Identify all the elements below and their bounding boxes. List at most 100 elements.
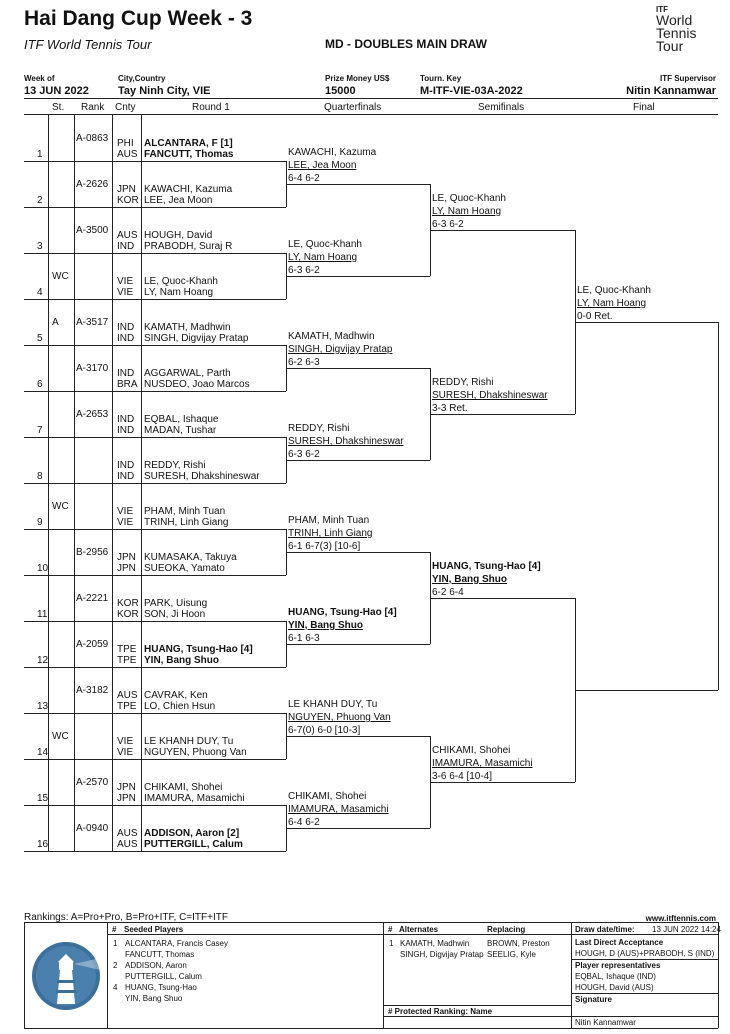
sf-player-1[interactable]: HUANG, Tsung-Hao [4]: [432, 561, 541, 572]
qf-player-1[interactable]: LE, Quoc-Khanh: [288, 239, 362, 250]
qf-player-1[interactable]: KAMATH, Madhwin: [288, 331, 375, 342]
entry-row-line: [24, 575, 286, 576]
entry-country-2: TPE: [117, 655, 137, 666]
entry-country-2: IND: [117, 471, 135, 482]
sf-line: [430, 230, 575, 231]
sf-player-2[interactable]: SURESH, Dhakshineswar: [432, 390, 548, 401]
entry-player-2[interactable]: SURESH, Dhakshineswar: [144, 471, 260, 482]
entry-player-2[interactable]: NUSDEO, Joao Marcos: [144, 379, 250, 390]
entry-country-2: VIE: [117, 517, 134, 528]
sf-player-1[interactable]: CHIKAMI, Shohei: [432, 745, 511, 756]
alternate-number: 1: [389, 939, 394, 948]
final-player-2[interactable]: LY, Nam Hoang: [577, 298, 647, 309]
qf-player-1[interactable]: HUANG, Tsung-Hao [4]: [288, 607, 397, 618]
entry-number: 15: [37, 793, 49, 804]
qf-player-2[interactable]: IMAMURA, Masamichi: [288, 804, 389, 815]
footer-left-border: [24, 922, 25, 1028]
seed-number: 1: [113, 939, 118, 948]
sf-player-2[interactable]: LY, Nam Hoang: [432, 206, 502, 217]
qf-player-1[interactable]: REDDY, Rishi: [288, 423, 350, 434]
entry-player-1[interactable]: CHIKAMI, Shohei: [144, 782, 223, 793]
entry-player-1[interactable]: CAVRAK, Ken: [144, 690, 208, 701]
entry-player-2[interactable]: SUEOKA, Yamato: [144, 563, 225, 574]
entry-country-1: VIE: [117, 506, 134, 517]
seed-number: 4: [113, 983, 118, 992]
final-score: 0-0 Ret.: [577, 311, 613, 322]
website-link[interactable]: www.itftennis.com: [645, 914, 716, 923]
entry-player-1[interactable]: LE, Quoc-Khanh: [144, 276, 218, 287]
qf-player-1[interactable]: KAWACHI, Kazuma: [288, 147, 377, 158]
entry-number: 13: [37, 701, 49, 712]
entry-row-line: [24, 483, 286, 484]
sf-player-1[interactable]: REDDY, Rishi: [432, 377, 494, 388]
seed-player: ADDISON, Aaron: [125, 961, 187, 970]
sf-line: [430, 782, 575, 783]
entry-player-2[interactable]: MADAN, Tushar: [144, 425, 217, 436]
signature-label: Signature: [575, 995, 612, 1004]
seed-player: YIN, Bang Shuo: [125, 994, 183, 1003]
qf-player-2[interactable]: YIN, Bang Shuo: [288, 620, 363, 631]
entry-player-2[interactable]: LEE, Jea Moon: [144, 195, 213, 206]
seed-player: ALCANTARA, Francis Casey: [125, 939, 228, 948]
entry-player-2[interactable]: IMAMURA, Masamichi: [144, 793, 245, 804]
seed-player: FANCUTT, Thomas: [125, 950, 195, 959]
key-value: M-ITF-VIE-03A-2022: [420, 85, 523, 97]
qf-player-2[interactable]: SURESH, Dhakshineswar: [288, 436, 404, 447]
entry-player-2[interactable]: TRINH, Linh Giang: [144, 517, 229, 528]
entry-player-2[interactable]: NGUYEN, Phuong Van: [144, 747, 247, 758]
entry-country-2: BRA: [117, 379, 138, 390]
qf-score: 6-4 6-2: [288, 817, 320, 828]
rep-2: HOUGH, David (AUS): [575, 983, 654, 992]
entry-player-1[interactable]: ALCANTARA, F [1]: [144, 138, 233, 149]
col-cnty: Cnty: [115, 102, 136, 113]
qf-player-2[interactable]: SINGH, Digvijay Pratap: [288, 344, 393, 355]
entry-player-1[interactable]: KAMATH, Madhwin: [144, 322, 231, 333]
entry-player-1[interactable]: REDDY, Rishi: [144, 460, 206, 471]
qf-player-1[interactable]: CHIKAMI, Shohei: [288, 791, 367, 802]
seed-number: 2: [113, 961, 118, 970]
entry-player-1[interactable]: ADDISON, Aaron [2]: [144, 828, 240, 839]
sf-player-2[interactable]: YIN, Bang Shuo: [432, 574, 507, 585]
entry-row-line: [24, 713, 286, 714]
entry-player-1[interactable]: LE KHANH DUY, Tu: [144, 736, 234, 747]
qf-line: [286, 552, 430, 553]
qf-player-2[interactable]: LEE, Jea Moon: [288, 160, 357, 171]
entry-row-line: [24, 345, 286, 346]
qf-line: [286, 368, 430, 369]
protected-line: [383, 1005, 571, 1006]
entry-player-2[interactable]: PUTTERGILL, Calum: [144, 839, 243, 850]
entry-player-2[interactable]: SINGH, Digvijay Pratap: [144, 333, 249, 344]
entry-player-2[interactable]: LO, Chien Hsun: [144, 701, 216, 712]
col-quarterfinals: Quarterfinals: [324, 102, 382, 113]
qf-player-1[interactable]: PHAM, Minh Tuan: [288, 515, 370, 526]
sf-player-1[interactable]: LE, Quoc-Khanh: [432, 193, 506, 204]
entry-player-2[interactable]: SON, Ji Hoon: [144, 609, 206, 620]
entry-player-1[interactable]: HUANG, Tsung-Hao [4]: [144, 644, 253, 655]
entry-number: 7: [37, 425, 43, 436]
entry-player-2[interactable]: FANCUTT, Thomas: [144, 149, 234, 160]
entry-player-1[interactable]: AGGARWAL, Parth: [144, 368, 231, 379]
entry-player-2[interactable]: YIN, Bang Shuo: [144, 655, 219, 666]
alternate-player: SINGH, Digvijay Pratap: [400, 950, 484, 959]
entry-player-1[interactable]: PARK, Uisung: [144, 598, 208, 609]
qf-player-2[interactable]: LY, Nam Hoang: [288, 252, 358, 263]
entry-player-1[interactable]: EQBAL, Ishaque: [144, 414, 219, 425]
entry-status: WC: [52, 501, 69, 512]
entry-number: 6: [37, 379, 43, 390]
sf-score: 6-2 6-4: [432, 587, 464, 598]
rankings-note: Rankings: A=Pro+Pro, B=Pro+ITF, C=ITF+IT…: [24, 912, 228, 923]
entry-player-1[interactable]: PHAM, Minh Tuan: [144, 506, 226, 517]
sf-player-2[interactable]: IMAMURA, Masamichi: [432, 758, 533, 769]
entry-player-1[interactable]: HOUGH, David: [144, 230, 213, 241]
replaced-player: SEELIG, Kyle: [487, 950, 536, 959]
qf-player-1[interactable]: LE KHANH DUY, Tu: [288, 699, 378, 710]
final-player-1[interactable]: LE, Quoc-Khanh: [577, 285, 651, 296]
qf-player-2[interactable]: TRINH, Linh Giang: [288, 528, 373, 539]
entry-player-1[interactable]: KAWACHI, Kazuma: [144, 184, 233, 195]
entry-row-line: [24, 253, 286, 254]
entry-number: 8: [37, 471, 43, 482]
entry-player-2[interactable]: PRABODH, Suraj R: [144, 241, 233, 252]
qf-player-2[interactable]: NGUYEN, Phuong Van: [288, 712, 391, 723]
entry-player-2[interactable]: LY, Nam Hoang: [144, 287, 214, 298]
entry-player-1[interactable]: KUMASAKA, Takuya: [144, 552, 237, 563]
